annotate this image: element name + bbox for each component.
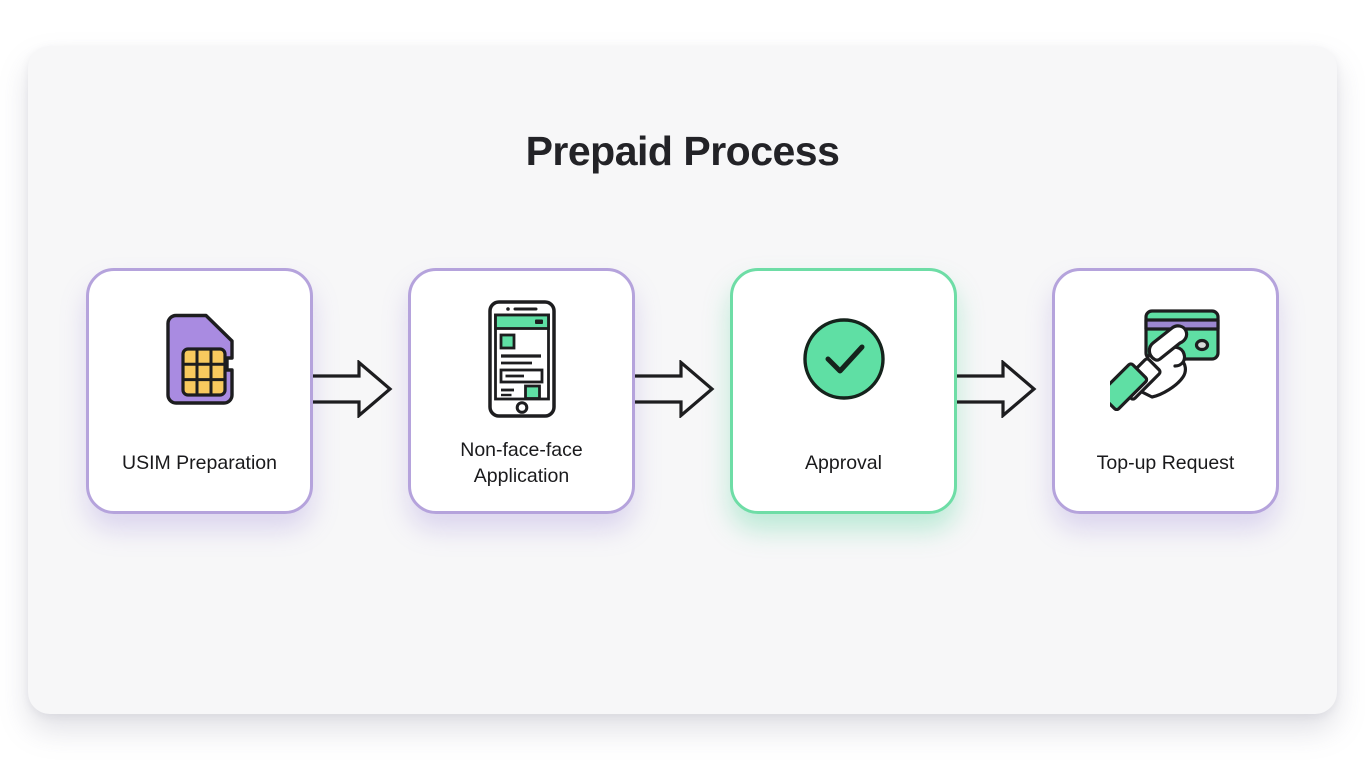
step-card-top-up-request: Top-up Request [1052, 268, 1279, 514]
icon-box [1055, 285, 1276, 433]
step-card-non-face-face-application: Non-face-face Application [408, 268, 635, 514]
icon-box [89, 285, 310, 433]
slide-panel: Prepaid Process USIM Preparation [28, 46, 1337, 714]
page-title: Prepaid Process [525, 128, 840, 174]
step-label: USIM Preparation [122, 452, 277, 475]
step-card-usim-preparation: USIM Preparation [86, 268, 313, 514]
step-label: Top-up Request [1096, 452, 1235, 475]
flow-arrow-icon [313, 360, 393, 418]
check-circle-icon [802, 318, 885, 400]
hand-holding-card-icon [1109, 309, 1220, 411]
icon-box [411, 285, 632, 433]
step-label: Approval [805, 452, 882, 475]
step-label: Non-face-face Application [460, 439, 583, 487]
sim-card-icon [165, 313, 234, 405]
step-card-approval: Approval [730, 268, 957, 514]
flow-arrow-icon [635, 360, 715, 418]
process-flow: USIM Preparation [28, 268, 1337, 514]
flow-arrow-icon [957, 360, 1037, 418]
smartphone-form-icon [487, 300, 556, 418]
icon-box [733, 285, 954, 433]
